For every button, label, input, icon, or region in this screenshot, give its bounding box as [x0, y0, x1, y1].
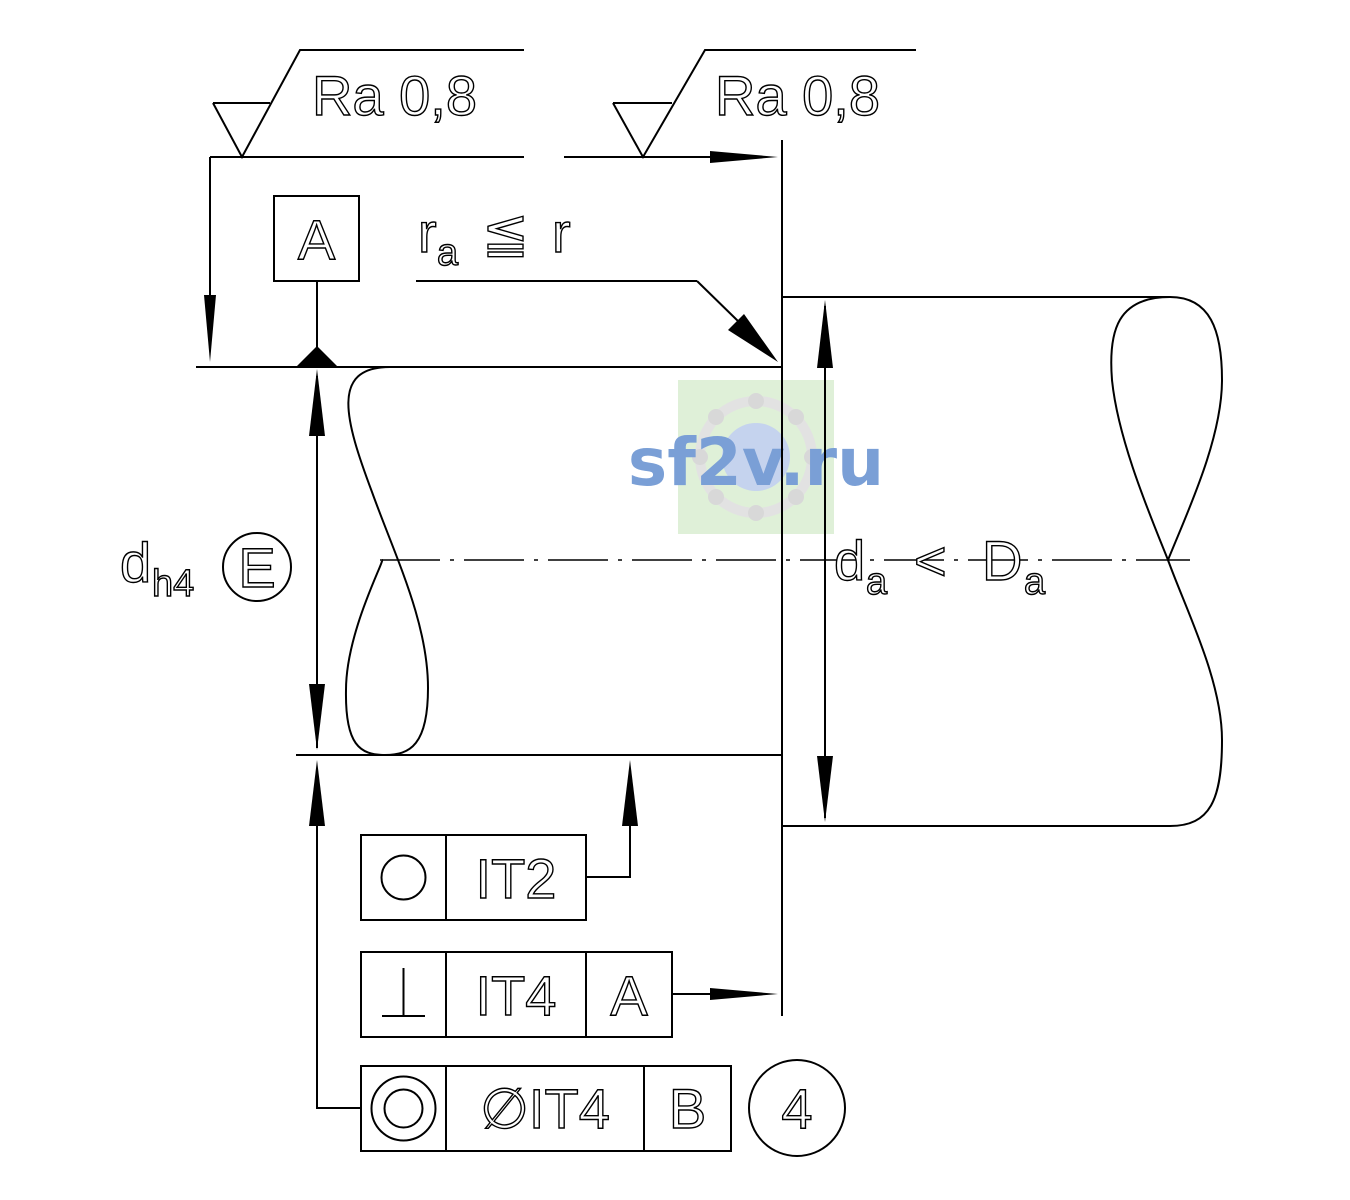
note-circle	[748, 1059, 846, 1157]
envelope-letter: E	[238, 536, 275, 599]
shaft-diameter-dimension: d h4 E	[119, 369, 325, 750]
roughness-label-1: Ra 0,8	[312, 64, 477, 127]
watermark-text: sf2v.ru	[628, 424, 884, 501]
perpendicularity-icon	[382, 968, 425, 1017]
perpendicularity-value: IT4	[476, 964, 557, 1027]
roughness-symbol-1: Ra 0,8	[212, 49, 524, 160]
shaft-d-sub: h4	[152, 563, 194, 605]
coaxiality-datum: B	[669, 1077, 706, 1140]
abut-op: <	[914, 529, 947, 592]
coaxiality-value: ∅IT4	[480, 1077, 610, 1140]
fillet-sub: a	[437, 232, 459, 274]
housing-outline	[781, 140, 1224, 1016]
abut-d-sub: a	[866, 561, 888, 603]
coaxiality-frame: ∅IT4 B 4	[309, 760, 846, 1157]
fillet-radius-note: r a ≦ r	[416, 200, 778, 362]
perpendicularity-frame: IT4 A	[360, 951, 778, 1038]
coaxiality-icon	[370, 1075, 437, 1142]
roundness-icon	[380, 854, 427, 901]
abut-d: d	[834, 529, 865, 592]
datum-a-letter: A	[298, 208, 336, 271]
roundness-frame: IT2	[360, 760, 638, 921]
fillet-r: r	[418, 201, 437, 264]
shaft-outline	[196, 366, 782, 757]
roughness-symbol-2: Ra 0,8	[612, 49, 916, 160]
roughness-label-2: Ra 0,8	[715, 64, 880, 127]
shaft-d: d	[120, 531, 151, 594]
abutment-diameter-dimension: d a < D a	[817, 300, 1047, 822]
roundness-value: IT2	[476, 847, 557, 910]
bearing-logo-icon	[692, 393, 820, 521]
fillet-rhs: r	[552, 201, 571, 264]
envelope-circle	[222, 532, 292, 602]
abut-D: D	[982, 529, 1022, 592]
abut-D-sub: a	[1024, 561, 1046, 603]
coaxiality-note: 4	[781, 1077, 812, 1140]
roughness-leaders	[204, 151, 778, 362]
watermark: sf2v.ru	[628, 380, 884, 534]
perpendicularity-datum: A	[610, 964, 648, 1027]
datum-a-symbol: A	[273, 195, 360, 366]
fillet-op: ≦	[482, 201, 529, 264]
